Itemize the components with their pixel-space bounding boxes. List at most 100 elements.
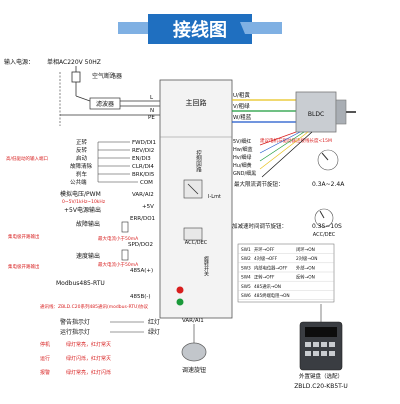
accdec-dial[interactable] xyxy=(183,227,203,241)
motor-terminal-v: V/粗绿 xyxy=(233,102,250,110)
red-lamp-label: 红灯 xyxy=(148,318,160,326)
input-terminal: FWD/DI1 xyxy=(132,140,156,146)
lamp-note-head: 报警 xyxy=(40,369,50,376)
terminal-l: L xyxy=(150,95,154,101)
sw-cell: 485终端电阻→ON xyxy=(254,292,290,299)
input-label: 正转 xyxy=(76,138,88,146)
hall-terminal: Hv/细绿 xyxy=(233,154,251,161)
accdec-label: ACC/DEC xyxy=(185,240,208,246)
sw-cell: SW2 xyxy=(241,256,251,262)
main-circuit-label: 主回路 xyxy=(186,98,207,107)
i-limit-range: 0.3A~2.4A xyxy=(312,181,345,188)
lamp-note-text: 绿灯闪烁，红灯常灭 xyxy=(66,355,111,362)
i-limit-dial-large xyxy=(317,149,339,171)
lamp-note-text: 绿灯常亮，红灯常灭 xyxy=(66,341,111,348)
hall-terminal: GND/细黑 xyxy=(233,170,256,177)
sw-cell: 485通讯→ON xyxy=(254,283,281,290)
motor-terminal-w: W/粗蓝 xyxy=(233,113,252,121)
output-terminal: SPD/DO2 xyxy=(128,242,153,248)
output-label: 速度输出 xyxy=(76,252,100,260)
accdec-range-label: 加减速时间调节旋钮： xyxy=(232,222,287,230)
sw-cell: 反转→ON xyxy=(296,274,315,281)
filter-label: 滤波器 xyxy=(96,100,114,108)
keypad-model: ZBLD.C20-KB5T-U xyxy=(294,383,348,390)
rotation-switch-label: 旋转开关 xyxy=(203,255,209,277)
accdec-dial-label: ACC/DEC xyxy=(313,232,336,238)
motor-terminal-u: U/粗黄 xyxy=(233,91,250,99)
modbus-b-terminal: 485B(-) xyxy=(130,294,151,300)
alarm-lamp-label: 警告指示灯 xyxy=(60,318,90,326)
output-note: 最大电流小于50mA xyxy=(98,235,139,242)
accdec-dial-large: ACC/DEC xyxy=(313,208,336,238)
bldc-motor: BLDC xyxy=(295,91,356,133)
driver-body xyxy=(159,79,233,319)
sw-cell: SW3 xyxy=(241,265,251,271)
output-label: 故障输出 xyxy=(76,220,100,228)
lamp-note-text: 绿灯常亮，红灯闪烁 xyxy=(66,369,111,376)
analog-spec: 0~5V/1kHz~10kHz xyxy=(62,199,106,205)
control-input-list: 正转 FWD/DI1 反转 REV/DI2 启动 EN/DI3 故障清除 CLR… xyxy=(70,138,156,186)
hall-terminal: Hw/细蓝 xyxy=(233,146,253,153)
accdec-range: 0.3S~10S xyxy=(312,223,342,230)
alarm-led xyxy=(176,286,184,294)
i-limit-range-label: 最大限流调节旋钮： xyxy=(234,180,284,188)
breaker-symbol xyxy=(71,66,81,96)
lamp-note-head: 运行 xyxy=(40,355,50,362)
output-note: 最大电流小于50mA xyxy=(98,261,139,268)
page-title: 接线图 xyxy=(173,19,227,41)
knob-terminal: VAR/AI1 xyxy=(182,318,204,324)
keypad-label: 外置键盘（选配） xyxy=(299,372,343,380)
i-limit-label: I-Lmt xyxy=(208,194,221,200)
analog-label: 模拟电压/PWM xyxy=(60,190,101,198)
terminal-pe: PE xyxy=(148,115,155,121)
sw-cell: 开环→OFF xyxy=(254,247,275,253)
input-label: 启动 xyxy=(76,154,88,162)
input-label: 反转 xyxy=(76,146,88,154)
hall-terminal: Hu/细黄 xyxy=(233,162,252,169)
input-terminal: REV/DI2 xyxy=(132,148,154,154)
external-keypad[interactable] xyxy=(299,304,343,371)
run-lamp-label: 运行指示灯 xyxy=(60,328,90,336)
power-spec: 单相AC220V 50HZ xyxy=(47,58,101,66)
sw-cell: SW6 xyxy=(241,293,251,299)
input-note: 高/低驱动的输入端口 xyxy=(6,155,48,162)
sw-cell: 2对极→ON xyxy=(296,255,318,262)
filter-box: 滤波器 xyxy=(89,97,121,110)
sw-cell: 闭环→ON xyxy=(296,246,315,253)
output-note: 集电极开路输出 xyxy=(8,263,40,270)
input-terminal: CLR/DI4 xyxy=(132,164,154,170)
motor-note: 建议电机与驱动器连接线长度<15M xyxy=(260,137,332,144)
plus5v-terminal: +5V xyxy=(142,204,154,210)
sw-cell: SW5 xyxy=(241,284,251,290)
knob-label: 调速旋钮 xyxy=(182,366,206,374)
power-input-label: 输入电源： xyxy=(4,58,34,66)
sw-cell: 内部电位器→OFF xyxy=(254,264,288,271)
sw-cell: 外部→ON xyxy=(296,264,315,271)
hall-terminal: 5V/细红 xyxy=(233,138,251,145)
sw-cell: SW4 xyxy=(241,275,251,281)
output-terminal: ERR/DO1 xyxy=(130,216,155,222)
output-note: 集电极开路输出 xyxy=(8,233,40,240)
input-terminal: EN/DI3 xyxy=(132,156,151,162)
sw-cell: SW1 xyxy=(241,247,251,253)
green-lamp-label: 绿灯 xyxy=(148,328,160,336)
control-circuit-label: 控制回路 xyxy=(195,149,202,174)
sw-cell: 4对极→OFF xyxy=(254,255,278,262)
input-terminal: COM xyxy=(140,180,153,186)
terminal-n: N xyxy=(150,108,154,114)
speed-knob[interactable] xyxy=(181,324,207,362)
i-limit-dial[interactable] xyxy=(183,179,203,199)
lamp-notes: 停机 绿灯常亮，红灯常灭 运行 绿灯闪烁，红灯常灭 报警 绿灯常亮，红灯闪烁 xyxy=(40,341,111,376)
analog-terminal: VAR/AI2 xyxy=(132,192,154,198)
input-terminal: BRK/DI5 xyxy=(132,172,155,178)
motor-terminal-list: U/粗黄 V/粗绿 W/粗蓝 xyxy=(233,91,252,121)
title-banner: 接线图 xyxy=(118,14,282,44)
output-resistors xyxy=(121,221,129,261)
sw-cell: 正转→OFF xyxy=(254,274,275,281)
breaker-label: 空气断路器 xyxy=(92,72,122,80)
